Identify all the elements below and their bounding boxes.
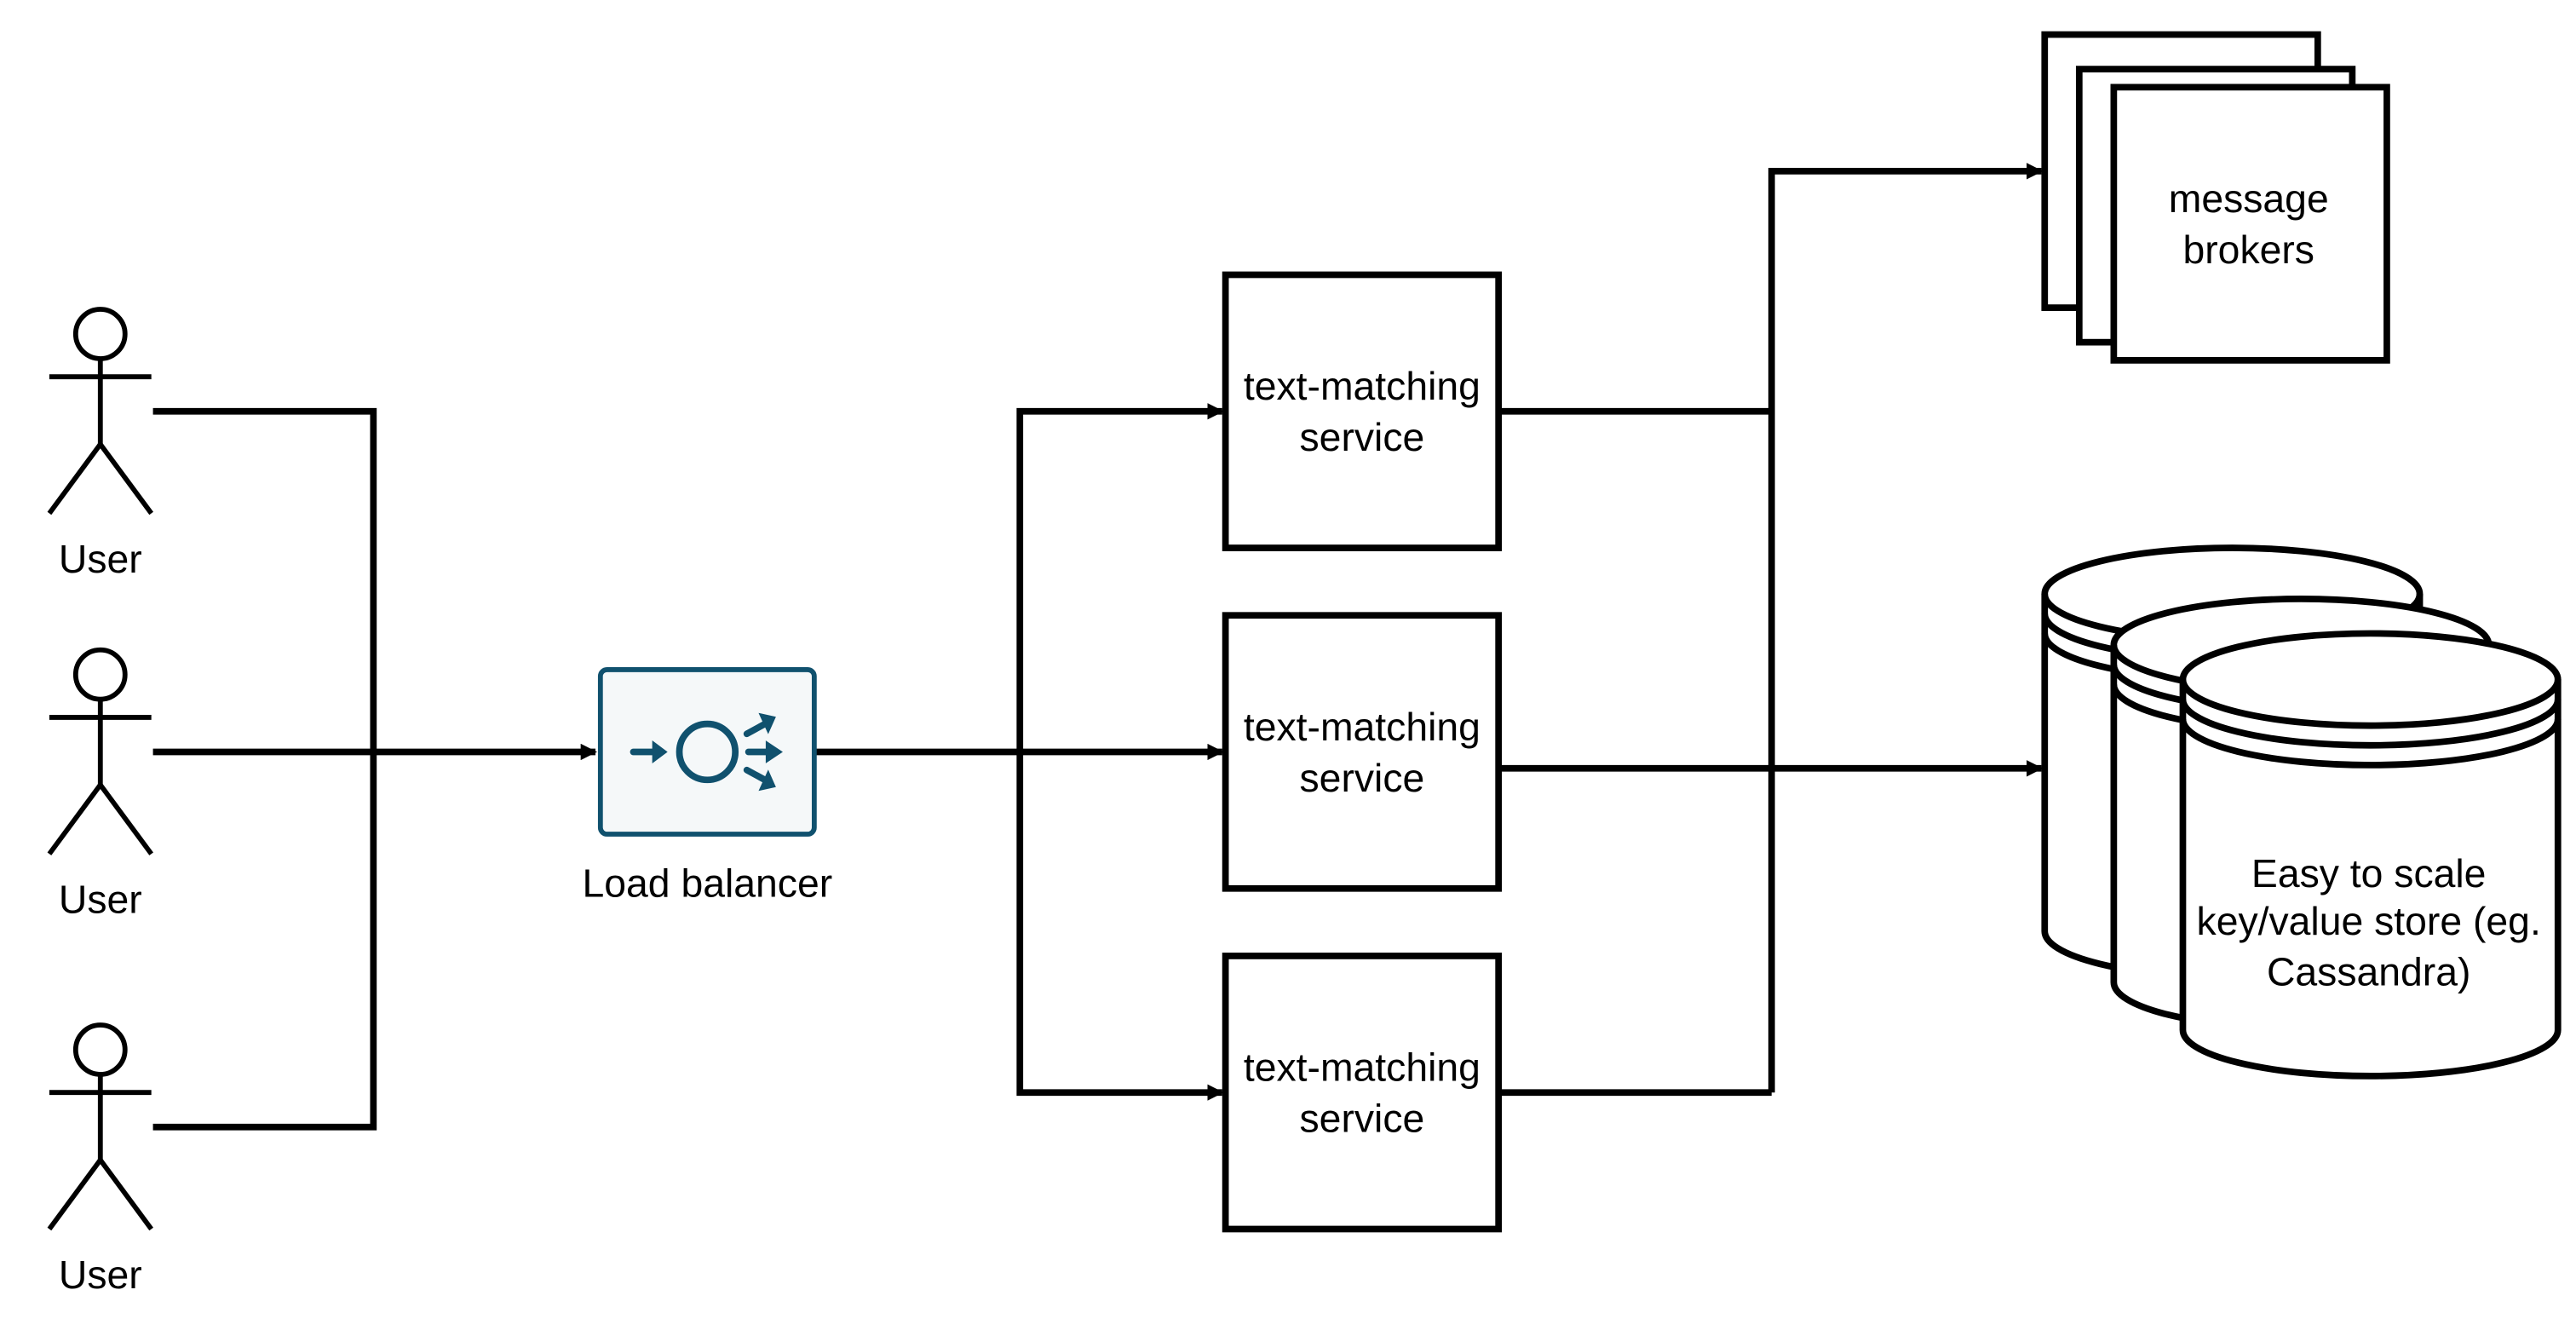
message-brokers-label-line2: brokers (2182, 227, 2314, 272)
load-balancer-glyph (630, 712, 783, 792)
arrow-lb-to-service-3 (1016, 752, 1224, 1101)
user-label: User (59, 537, 142, 581)
user-label: User (59, 878, 142, 922)
broker-stack-front (2110, 84, 2390, 364)
service-label-line2: service (1300, 1097, 1425, 1141)
database-cylinder-front (2179, 630, 2562, 1080)
service-box-1: text-matching service (1222, 271, 1503, 551)
load-balancer: Load balancer (583, 667, 833, 905)
message-brokers-label-line1: message (2169, 176, 2329, 221)
user-icon (47, 1022, 153, 1231)
user-icon (47, 307, 153, 515)
message-brokers: message brokers (2041, 31, 2390, 364)
connectors (152, 163, 2044, 1131)
service-label-line1: text-matching (1244, 1045, 1481, 1090)
connector-user3-to-lb (152, 752, 377, 1131)
arrow-to-message-brokers (1768, 163, 2044, 1093)
user-actor-1: User (47, 307, 153, 581)
service-label-line2: service (1300, 415, 1425, 459)
user-label: User (59, 1252, 142, 1297)
datastore-label-line3: Cassandra) (2267, 950, 2470, 994)
datastore: Easy to scale key/value store (eg. Cassa… (2041, 544, 2562, 1080)
service-label-line1: text-matching (1244, 364, 1481, 408)
user-actor-3: User (47, 1022, 153, 1297)
load-balancer-icon (597, 667, 817, 837)
load-balancer-label: Load balancer (583, 861, 833, 905)
connector-user1-to-lb (152, 407, 377, 752)
datastore-label-line1: Easy to scale (2251, 851, 2487, 895)
user-actor-2: User (47, 647, 153, 922)
arrow-lb-to-service-1 (1016, 403, 1224, 752)
user-icon (47, 647, 153, 855)
service-box-2: text-matching service (1222, 612, 1503, 892)
service-box-3: text-matching service (1222, 953, 1503, 1233)
datastore-label-line2: key/value store (eg. (2197, 899, 2541, 943)
service-label-line2: service (1300, 756, 1425, 800)
service-label-line1: text-matching (1244, 705, 1481, 749)
